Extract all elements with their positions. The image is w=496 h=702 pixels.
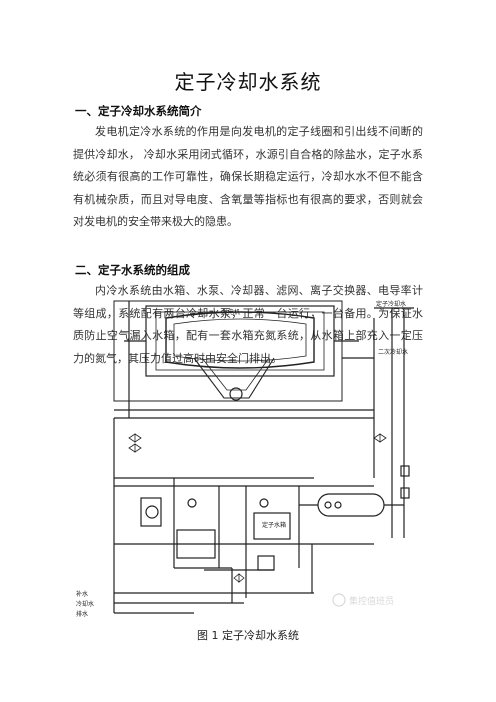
section-paragraph-intro: 发电机定冷水系统的作用是向发电机的定子线圈和引出线不间断的提供冷却水， 冷却水采… (73, 125, 423, 229)
left-label-2: 冷却水 (76, 600, 94, 608)
section-paragraph-composition: 内冷水系统由水箱、水泵、冷却器、滤网、离子交换器、电导率计等组成，系统配有两台冷… (73, 284, 423, 365)
tank-box (253, 512, 291, 540)
system-diagram: 发电机 定子水箱 定子冷却水 二次冷却水 补水 冷却水 排水 集控值班员 (76, 300, 414, 618)
left-label-1: 补水 (76, 590, 88, 598)
cooler-vessel (317, 493, 385, 517)
generator-label: 发电机 (222, 308, 240, 316)
figure-caption: 图 1 定子冷却水系统 (197, 629, 299, 642)
section-heading-composition: 二、定子水系统的组成 (75, 263, 190, 277)
system-diagram-figure: 发电机 定子水箱 定子冷却水 二次冷却水 补水 冷却水 排水 集控值班员 (74, 298, 424, 618)
section-heading-intro: 一、定子冷却水系统简介 (75, 104, 202, 118)
left-label-3: 排水 (76, 610, 88, 618)
tank-label: 定子水箱 (262, 521, 286, 529)
watermark-text: 集控值班员 (349, 595, 394, 607)
watermark-icon (332, 593, 346, 607)
right-top-label: 定子冷却水 (376, 300, 406, 308)
page-title: 定子冷却水系统 (174, 70, 322, 94)
right-mid-label: 二次冷却水 (378, 348, 408, 356)
